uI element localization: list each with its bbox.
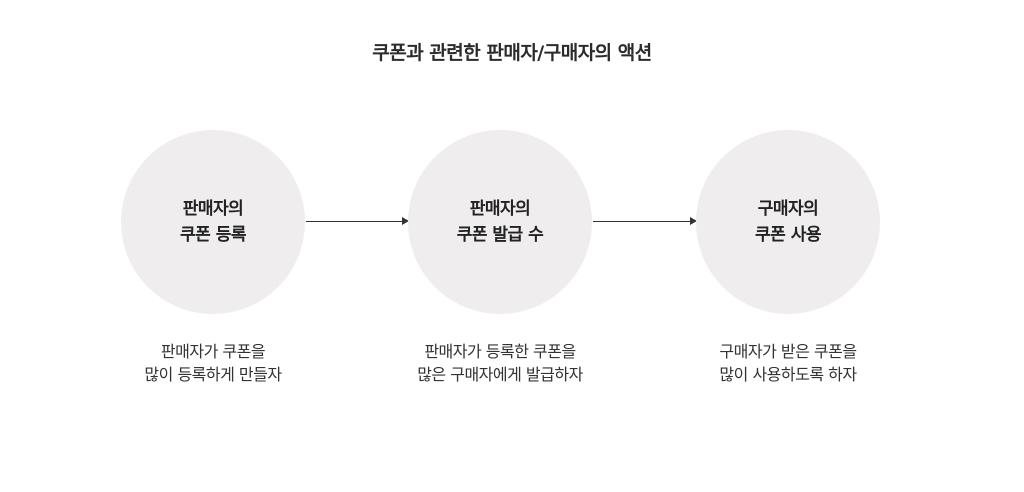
flow-arrow-1 xyxy=(306,216,409,228)
step-description-line1: 판매자가 등록한 쿠폰을 xyxy=(424,342,576,361)
step-description-3: 구매자가 받은 쿠폰을 많이 사용하도록 하자 xyxy=(648,340,928,386)
step-circle-seller-coupon-registration: 판매자의 쿠폰 등록 xyxy=(121,130,305,314)
step-circle-label-line1: 구매자의 xyxy=(757,199,819,219)
arrow-shaft xyxy=(306,221,403,222)
arrow-head-icon xyxy=(690,217,697,225)
step-description-2: 판매자가 등록한 쿠폰을 많은 구매자에게 발급하자 xyxy=(360,340,640,386)
step-description-line2: 많은 구매자에게 발급하자 xyxy=(417,365,583,384)
step-description-line2: 많이 등록하게 만들자 xyxy=(144,365,282,384)
step-circle-seller-coupon-issuance: 판매자의 쿠폰 발급 수 xyxy=(408,130,592,314)
diagram-title: 쿠폰과 관련한 판매자/구매자의 액션 xyxy=(372,42,652,64)
flow-arrow-2 xyxy=(593,216,697,228)
step-circle-buyer-coupon-usage: 구매자의 쿠폰 사용 xyxy=(696,130,880,314)
arrow-head-icon xyxy=(402,217,409,225)
step-circle-label-line1: 판매자의 xyxy=(469,199,531,219)
step-circle-label-line1: 판매자의 xyxy=(182,199,244,219)
step-description-line1: 판매자가 쿠폰을 xyxy=(160,342,266,361)
step-circle-label-line2: 쿠폰 사용 xyxy=(755,225,821,245)
step-description-line2: 많이 사용하도록 하자 xyxy=(719,365,857,384)
step-description-1: 판매자가 쿠폰을 많이 등록하게 만들자 xyxy=(73,340,353,386)
step-circle-label-line2: 쿠폰 발급 수 xyxy=(456,225,544,245)
step-circle-label-line2: 쿠폰 등록 xyxy=(180,225,246,245)
step-description-line1: 구매자가 받은 쿠폰을 xyxy=(719,342,857,361)
arrow-shaft xyxy=(593,221,691,222)
